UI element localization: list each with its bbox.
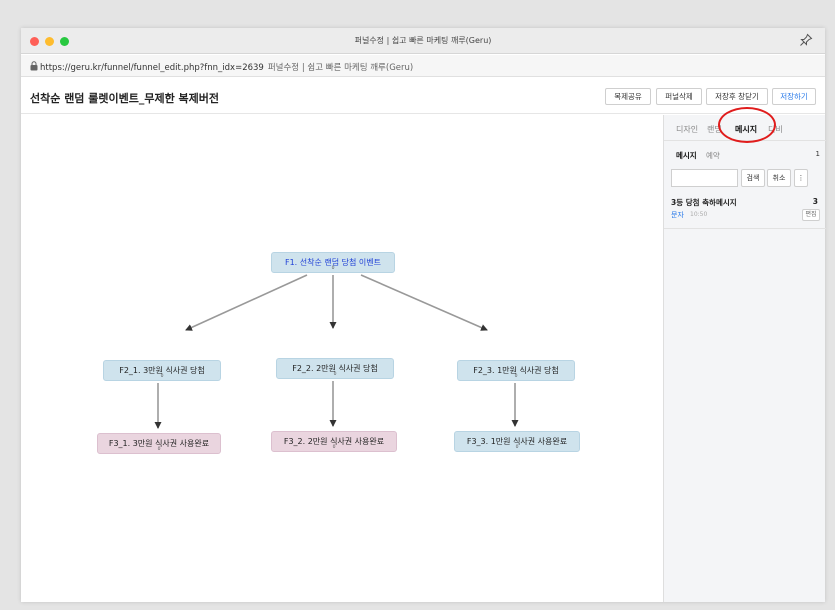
tab-design[interactable]: 디자인: [676, 125, 699, 134]
browser-window: 퍼널수정 | 쉽고 빠른 마케팅 깨루(Geru) https://geru.k…: [21, 28, 826, 602]
pin-icon[interactable]: [799, 33, 813, 47]
funnel-node-f3-2[interactable]: F3_2. 2만원 식사권 사용완료 0: [271, 431, 397, 452]
funnel-node-f3-1[interactable]: F3_1. 3만원 식사권 사용완료 0: [97, 433, 221, 454]
edge-f1-f2-3: [360, 274, 488, 331]
save-button[interactable]: 저장하기: [772, 88, 816, 105]
share-copy-button[interactable]: 복제공유: [605, 88, 651, 105]
more-options-button[interactable]: ⋮: [794, 169, 808, 187]
node-count: 0: [514, 374, 518, 379]
delete-funnel-button[interactable]: 퍼널삭제: [656, 88, 702, 105]
tab-landing[interactable]: 랜딩: [707, 125, 722, 134]
page-header: 선착순 랜덤 룰렛이벤트_무제한 복제버전 복제공유 퍼널삭제 저장후 창닫기 …: [21, 78, 825, 114]
window-title: 퍼널수정 | 쉽고 빠른 마케팅 깨루(Geru): [354, 36, 492, 45]
cancel-button[interactable]: 취소: [767, 169, 791, 187]
url-page-title: 퍼널수정 | 쉽고 빠른 마케팅 깨루(Geru): [267, 63, 414, 73]
funnel-node-f2-3[interactable]: F2_3. 1만원 식사권 당첨 0: [457, 360, 575, 381]
message-name: 3등 당첨 축하메시지: [671, 198, 737, 207]
lock-icon: [30, 61, 38, 71]
node-count: 0: [331, 266, 335, 271]
save-and-close-button[interactable]: 저장후 창닫기: [706, 88, 768, 105]
sidebar-tabs: 디자인 랜딩 메시지 디비: [664, 107, 826, 143]
node-label: F3_3. 1만원 식사권 사용완료: [466, 437, 568, 446]
node-count: 0: [160, 374, 164, 379]
message-search-row: 검색 취소 ⋮: [664, 167, 826, 189]
search-button[interactable]: 검색: [741, 169, 765, 187]
message-subtabs: 메시지 예약 1: [664, 141, 826, 165]
node-label: F3_1. 3만원 식사권 사용완료: [108, 439, 210, 448]
node-label: F1. 선착순 랜덤 당첨 이벤트: [284, 258, 381, 267]
funnel-edges: [154, 274, 519, 429]
funnel-node-f2-1[interactable]: F2_1. 3만원 식사권 당첨 0: [103, 360, 221, 381]
right-sidebar: 디자인 랜딩 메시지 디비 메시지 예약 1 검색 취소 ⋮ 3등 당첨 축하메…: [663, 107, 826, 602]
node-count: 0: [157, 447, 161, 452]
node-label: F2_1. 3만원 식사권 당첨: [119, 366, 205, 375]
address-bar[interactable]: https://geru.kr/funnel/funnel_edit.php?f…: [21, 55, 825, 77]
tab-db[interactable]: 디비: [768, 125, 783, 134]
close-window-button[interactable]: [30, 37, 39, 46]
message-time: 10:50: [690, 211, 708, 218]
url-text[interactable]: https://geru.kr/funnel/funnel_edit.php?f…: [40, 61, 413, 73]
node-count: 0: [333, 372, 337, 377]
funnel-title: 선착순 랜덤 룰렛이벤트_무제한 복제버전: [30, 92, 220, 105]
message-count: 1: [815, 150, 820, 158]
node-label: F2_2. 2만원 식사권 당첨: [292, 364, 378, 373]
node-label: F2_3. 1만원 식사권 당첨: [473, 366, 559, 375]
edge-f1-f2-1: [185, 274, 308, 331]
funnel-canvas[interactable]: F1. 선착순 랜덤 당첨 이벤트 0 F2_1. 3만원 식사권 당첨 0 F…: [21, 115, 663, 602]
url: https://geru.kr/funnel/funnel_edit.php?f…: [40, 63, 264, 73]
minimize-window-button[interactable]: [45, 37, 54, 46]
funnel-node-f3-3[interactable]: F3_3. 1만원 식사권 사용완료 0: [454, 431, 580, 452]
maximize-window-button[interactable]: [60, 37, 69, 46]
funnel-node-f2-2[interactable]: F2_2. 2만원 식사권 당첨 0: [276, 358, 394, 379]
node-count: 0: [332, 445, 336, 450]
title-bar: 퍼널수정 | 쉽고 빠른 마케팅 깨루(Geru): [21, 28, 825, 54]
edit-message-button[interactable]: 편집: [802, 209, 820, 221]
subtab-reservation[interactable]: 예약: [706, 151, 720, 160]
message-type: 문자: [671, 211, 684, 219]
message-search-input[interactable]: [671, 169, 738, 187]
funnel-node-f1[interactable]: F1. 선착순 랜덤 당첨 이벤트 0: [271, 252, 395, 273]
message-list-item[interactable]: 3등 당첨 축하메시지 3 문자 10:50 편집: [664, 193, 826, 229]
node-count: 0: [515, 445, 519, 450]
node-label: F3_2. 2만원 식사권 사용완료: [283, 437, 385, 446]
highlight-circle-annotation: [718, 107, 776, 143]
message-number: 3: [812, 197, 818, 206]
subtab-message[interactable]: 메시지: [676, 151, 697, 160]
